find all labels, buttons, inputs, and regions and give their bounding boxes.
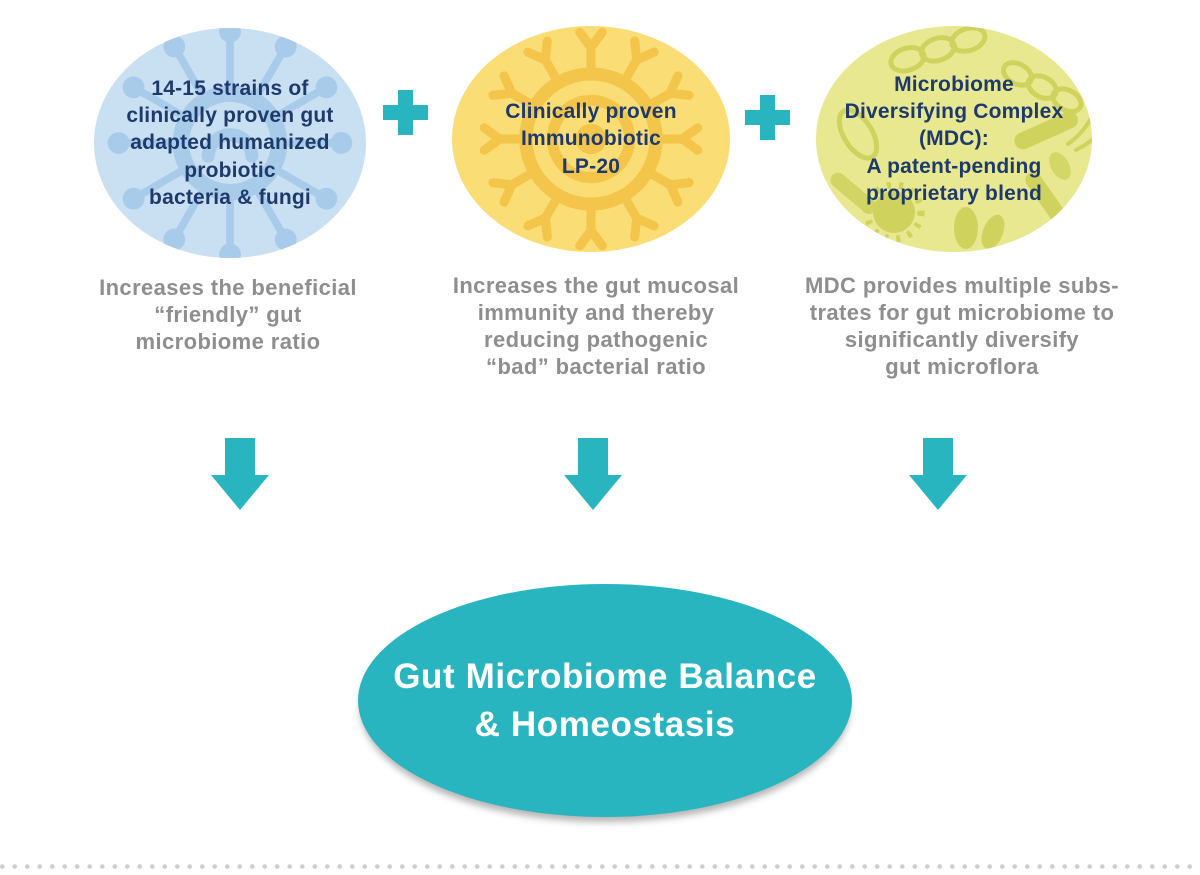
plus-icon xyxy=(745,95,790,140)
bubble-text: 14-15 strains of clinically proven gut a… xyxy=(126,76,334,209)
bubble-text: Microbiome Diversifying Complex (MDC): A… xyxy=(844,72,1064,205)
ingredient-bubble-immunobiotic: Clinically proven Immunobiotic LP-20 xyxy=(452,26,730,252)
dotted-divider xyxy=(0,864,1200,869)
outcome-title: Gut Microbiome Balance & Homeostasis xyxy=(393,657,817,744)
ingredient-bubble-mdc: Microbiome Diversifying Complex (MDC): A… xyxy=(816,26,1092,252)
down-arrow-icon xyxy=(211,438,269,510)
ingredient-description: MDC provides multiple subs- trates for g… xyxy=(805,273,1119,379)
ingredient-description: Increases the beneficial “friendly” gut … xyxy=(99,275,357,354)
plus-icon xyxy=(383,90,428,135)
outcome-bubble: Gut Microbiome Balance & Homeostasis xyxy=(358,584,852,817)
down-arrow-icon xyxy=(564,438,622,510)
down-arrow-icon xyxy=(909,438,967,510)
ingredient-description: Increases the gut mucosal immunity and t… xyxy=(452,273,740,379)
ingredient-bubble-probiotics: 14-15 strains of clinically proven gut a… xyxy=(94,28,366,258)
bubble-text: Clinically proven Immunobiotic LP-20 xyxy=(505,100,677,178)
